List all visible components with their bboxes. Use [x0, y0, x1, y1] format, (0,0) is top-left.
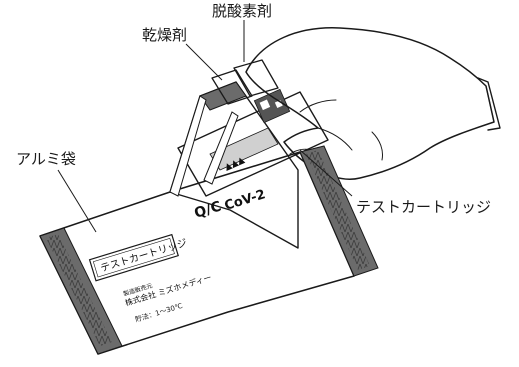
callout-aluminum-pouch: アルミ袋 — [16, 150, 76, 168]
test-cartridge: ▲▲▲ — [177, 88, 329, 197]
brand-product: CoV-2 — [223, 187, 268, 214]
callout-oxygen-absorber: 脱酸素剤 — [212, 2, 272, 20]
storage-text: 貯法：1～30℃ — [134, 301, 184, 324]
oxygen-absorber-packet — [233, 59, 279, 97]
callout-test-cartridge: テストカートリッジ — [356, 198, 491, 216]
leader-lines — [57, 20, 353, 233]
pouch-label-box: テストカートリッジ — [88, 233, 189, 282]
aluminum-pouch: Q/C CoV-2 テストカートリッジ 製造販売元 株式会社 ミズホメディー 貯… — [39, 95, 379, 355]
brand-logo: Q/C — [192, 199, 223, 222]
callout-desiccant: 乾燥剤 — [142, 26, 187, 44]
